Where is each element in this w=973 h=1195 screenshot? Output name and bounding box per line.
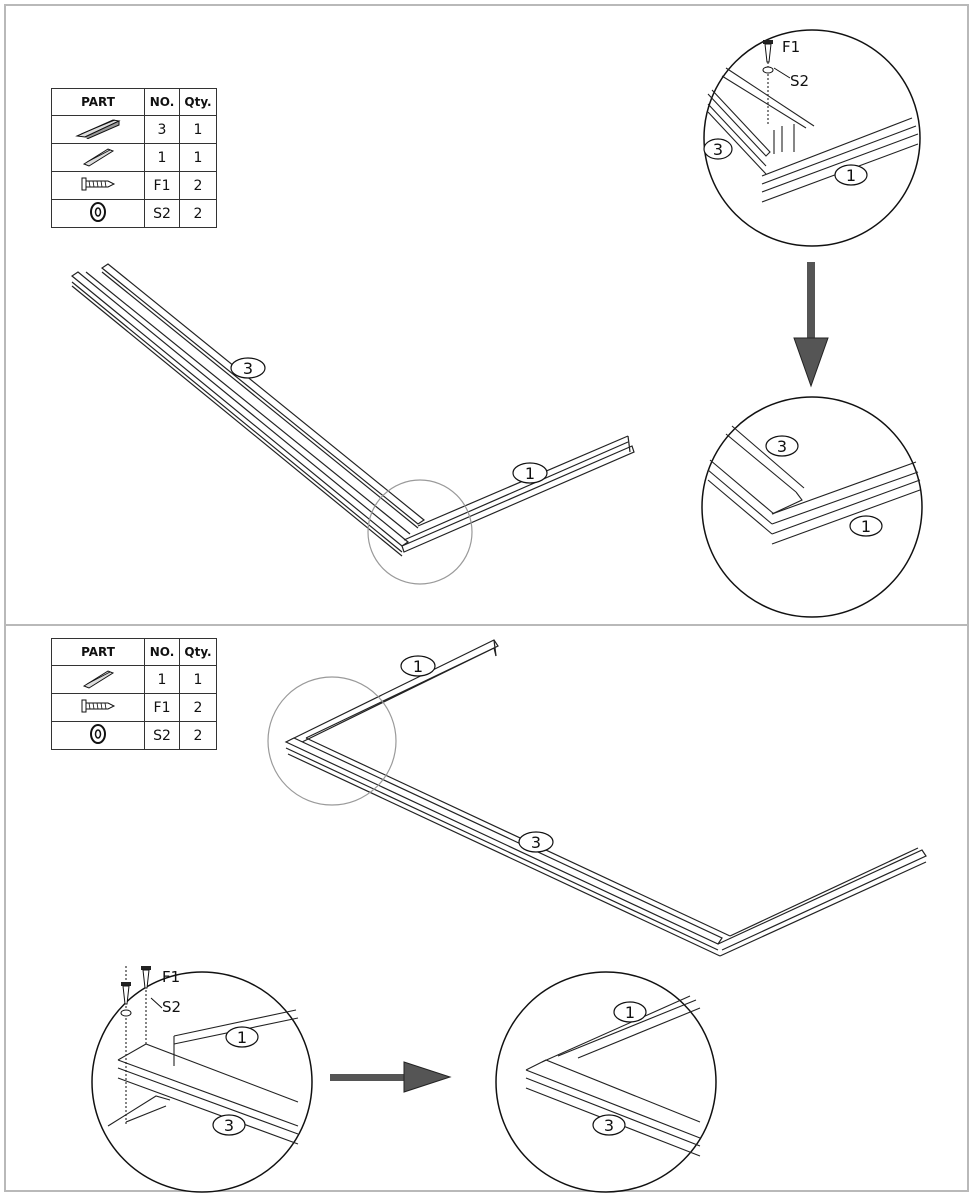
callout-rail-1: 1 [849,515,883,537]
table-row: F1 2 [51,693,217,722]
step-1-diagram: 3 1 [70,29,923,618]
parts-table-header: PART NO. Qty. [51,88,217,116]
part-qty: 2 [179,171,217,200]
detail-after-assembly: 1 3 [495,971,717,1193]
step-1-panel: PART NO. Qty. 3 1 1 1 F1 2 [4,4,969,626]
callout-rail-3: 3 [230,357,266,379]
parts-table-step-2: PART NO. Qty. 1 1 F1 2 S2 2 [51,638,217,750]
part-qty: 1 [179,115,217,144]
detail-before-assembly: F1 S2 1 3 [91,966,313,1193]
callout-rail-1: 1 [834,164,868,186]
arrow-down-icon [793,262,829,388]
svg-text:3: 3 [777,437,787,456]
callout-rail-1: 1 [225,1026,259,1048]
callout-rail-3: 3 [765,435,799,457]
table-row: S2 2 [51,721,217,750]
detail-before-assembly: F1 S2 3 1 [703,29,921,247]
header-qty: Qty. [179,88,217,116]
callout-rail-3: 3 [518,831,554,853]
callout-rail-1: 1 [512,462,548,484]
arrow-right-icon [330,1061,452,1093]
svg-text:3: 3 [604,1116,614,1135]
step-2-panel: PART NO. Qty. 1 1 F1 2 S2 2 [4,624,969,1193]
part-number: 1 [144,665,180,694]
header-part: PART [51,88,145,116]
svg-text:1: 1 [625,1003,635,1022]
label-screw-F1: F1 [782,38,800,56]
part-number: F1 [144,171,180,200]
svg-text:1: 1 [861,517,871,536]
callout-rail-3: 3 [703,138,733,160]
table-row: F1 2 [51,171,217,200]
rail-1-short [289,639,499,745]
table-row: S2 2 [51,199,217,228]
svg-text:1: 1 [846,166,856,185]
part-qty: 2 [179,721,217,750]
svg-text:1: 1 [413,657,423,676]
callout-rail-3: 3 [592,1114,626,1136]
detail-indicator-circle [367,479,473,585]
washer-icon [120,1009,132,1017]
parts-table-step-1: PART NO. Qty. 3 1 1 1 F1 2 [51,88,217,228]
part-qty: 2 [179,199,217,228]
screw-icon [121,966,151,1005]
rail-3-long [70,263,426,557]
part-qty: 1 [179,665,217,694]
washer-icon [762,66,774,74]
washer-part-icon [51,199,145,228]
callout-rail-3: 3 [212,1114,246,1136]
detail-after-assembly: 3 1 [701,396,923,618]
callout-rail-1: 1 [613,1001,647,1023]
table-row: 1 1 [51,665,217,694]
rail-far [717,847,927,957]
part-number: 3 [144,115,180,144]
header-no: NO. [144,638,180,666]
short-rail-part-icon [51,143,145,172]
label-screw-F1: F1 [162,968,180,986]
svg-text:1: 1 [237,1028,247,1047]
screw-part-icon [51,693,145,722]
svg-text:1: 1 [525,464,535,483]
callout-rail-1: 1 [400,655,436,677]
label-washer-S2: S2 [790,72,809,90]
screw-icon [763,40,773,63]
detail-indicator-circle [267,676,397,806]
table-row: 1 1 [51,143,217,172]
step-2-diagram: 1 3 [91,639,927,1193]
svg-text:3: 3 [243,359,253,378]
svg-text:3: 3 [224,1116,234,1135]
rail-1-short [401,435,635,553]
part-qty: 2 [179,693,217,722]
svg-text:3: 3 [531,833,541,852]
header-part: PART [51,638,145,666]
rail-3-long [284,737,731,957]
screw-part-icon [51,171,145,200]
header-no: NO. [144,88,180,116]
washer-part-icon [51,721,145,750]
svg-text:3: 3 [713,140,723,159]
part-qty: 1 [179,143,217,172]
label-washer-S2: S2 [162,998,181,1016]
part-number: S2 [144,199,180,228]
